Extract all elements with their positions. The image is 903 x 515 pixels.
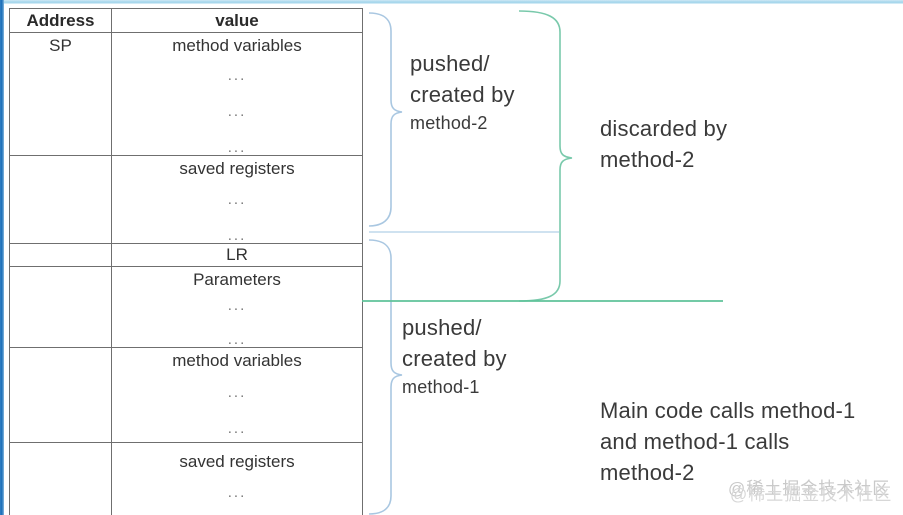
top-accent-strip — [0, 0, 903, 4]
annotation-pushed-created-method2: pushed/ created by method-2 — [410, 48, 580, 136]
cell-address — [9, 266, 112, 348]
annotation-pushed-created-method1: pushed/ created by method-1 — [402, 312, 577, 400]
table-row: saved registers ... ... — [9, 442, 363, 515]
ellipsis: ... — [227, 139, 247, 156]
value-label: LR — [226, 245, 248, 264]
table-row: Parameters ... ... — [9, 266, 363, 348]
annotation-line: Main code calls method-1 — [600, 398, 856, 423]
cell-value: saved registers ... ... — [111, 155, 363, 244]
annotation-discarded-by-method2: discarded by method-2 — [600, 113, 850, 175]
annotation-line: and method-1 calls — [600, 429, 790, 454]
value-label: saved registers — [179, 452, 295, 471]
ellipsis: ... — [227, 67, 247, 84]
column-header-value: value — [111, 8, 363, 33]
annotation-main-code-calls: Main code calls method-1 and method-1 ca… — [600, 395, 900, 488]
value-label: saved registers — [179, 159, 295, 178]
ellipsis: ... — [227, 384, 247, 401]
cell-address — [9, 347, 112, 443]
value-label: method variables — [172, 36, 302, 55]
table-row: saved registers ... ... — [9, 155, 363, 244]
table-row: LR — [9, 243, 363, 267]
cell-value: LR — [111, 243, 363, 267]
annotation-line: method-2 — [600, 147, 695, 172]
ellipsis: ... — [227, 297, 247, 314]
annotation-line: method-2 — [600, 460, 695, 485]
annotation-line: pushed/ — [402, 315, 482, 340]
ellipsis: ... — [227, 191, 247, 208]
address-sp-label: SP — [49, 36, 72, 55]
annotation-line: discarded by — [600, 116, 728, 141]
ellipsis: ... — [227, 484, 247, 501]
cell-value: Parameters ... ... — [111, 266, 363, 348]
value-label: method variables — [172, 351, 302, 370]
brace-method1-blue — [368, 239, 403, 515]
cell-address — [9, 442, 112, 515]
cell-address — [9, 243, 112, 267]
column-header-address: Address — [9, 8, 112, 33]
annotation-line: created by — [410, 82, 515, 107]
annotation-line: created by — [402, 346, 507, 371]
annotation-line: pushed/ — [410, 51, 490, 76]
ellipsis: ... — [227, 227, 247, 244]
watermark-text-shadow: @稀土掘金技术社区 — [730, 485, 893, 504]
left-accent-strip — [0, 0, 4, 515]
watermark-text: @稀土掘金技术社区 — [728, 479, 891, 498]
cell-address: SP — [9, 32, 112, 156]
table-row: SP method variables ... ... ... — [9, 32, 363, 156]
cell-value: method variables ... ... ... — [111, 32, 363, 156]
annotation-line: method-2 — [410, 113, 488, 133]
value-label: Parameters — [193, 270, 281, 289]
cell-value: saved registers ... ... — [111, 442, 363, 515]
stack-frame-table: Address value SP method variables ... ..… — [9, 8, 363, 515]
ellipsis: ... — [227, 420, 247, 437]
cell-address — [9, 155, 112, 244]
table-row: method variables ... ... — [9, 347, 363, 443]
brace-method2-blue — [368, 12, 403, 227]
cell-value: method variables ... ... — [111, 347, 363, 443]
ellipsis: ... — [227, 103, 247, 120]
table-header-row: Address value — [9, 8, 363, 33]
ellipsis: ... — [227, 331, 247, 348]
annotation-line: method-1 — [402, 377, 480, 397]
watermark: @稀土掘金技术社区 @稀土掘金技术社区 — [728, 474, 891, 504]
